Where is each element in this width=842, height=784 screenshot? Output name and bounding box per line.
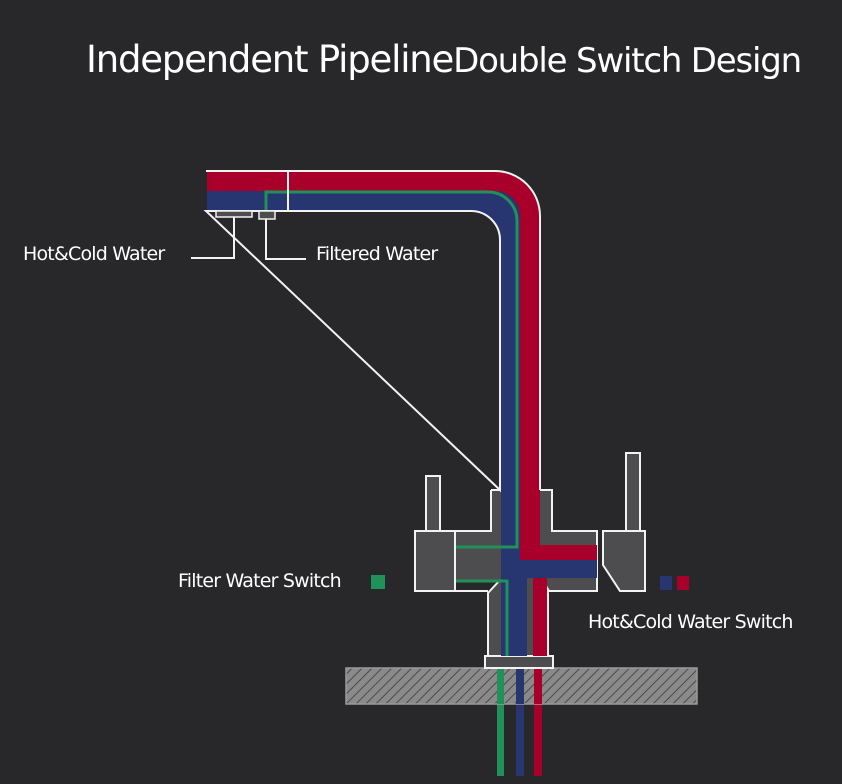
base-plate [484, 655, 554, 669]
faucet-body-outline [454, 489, 598, 657]
filter-handle-stem [425, 475, 441, 532]
filtered-channel-lower [456, 579, 509, 656]
filtered-supply-pipe [497, 668, 504, 776]
filter-handle-block [414, 530, 456, 592]
hot-cold-water-label: Hot&Cold Water [23, 243, 165, 265]
filtered-leader [265, 219, 306, 260]
filtered-outlet [258, 210, 276, 220]
filtered-pipe-through-counter [497, 668, 504, 704]
cold-pipe-through-counter [516, 668, 524, 704]
hot-cold-outlet [215, 210, 253, 218]
spout-cold-channel [207, 170, 520, 490]
title-part-1: Independent Pipeline [86, 38, 454, 81]
spout-outline [203, 170, 541, 493]
cold-supply-pipe [516, 668, 524, 776]
hot-cold-handle-stem [625, 452, 641, 532]
spout-cold-fill [207, 191, 520, 490]
hot-cold-leader [191, 217, 235, 259]
filter-switch-legend-green [371, 575, 385, 589]
page-title: Independent PipelineDouble Switch Design [86, 38, 802, 81]
filtered-water-label: Filtered Water [316, 243, 438, 265]
hot-channel-lower [533, 578, 547, 656]
hot-channel-horizontal [520, 545, 597, 560]
hot-pipe-through-counter [534, 668, 542, 704]
cold-channel-lower [514, 578, 527, 656]
cold-channel-horizontal [501, 560, 597, 578]
hot-cold-legend-red [677, 576, 689, 590]
hot-supply-pipe [534, 668, 542, 776]
hot-cold-water-switch-label: Hot&Cold Water Switch [588, 611, 793, 633]
hot-channel-body [520, 490, 540, 545]
filtered-spout-line [264, 190, 519, 490]
title-part-2: Double Switch Design [453, 41, 802, 81]
filtered-channel-upper [456, 490, 519, 549]
hot-cold-legend-blue [660, 576, 672, 590]
hot-cold-handle-block [602, 530, 646, 592]
filter-water-switch-label: Filter Water Switch [178, 570, 342, 592]
